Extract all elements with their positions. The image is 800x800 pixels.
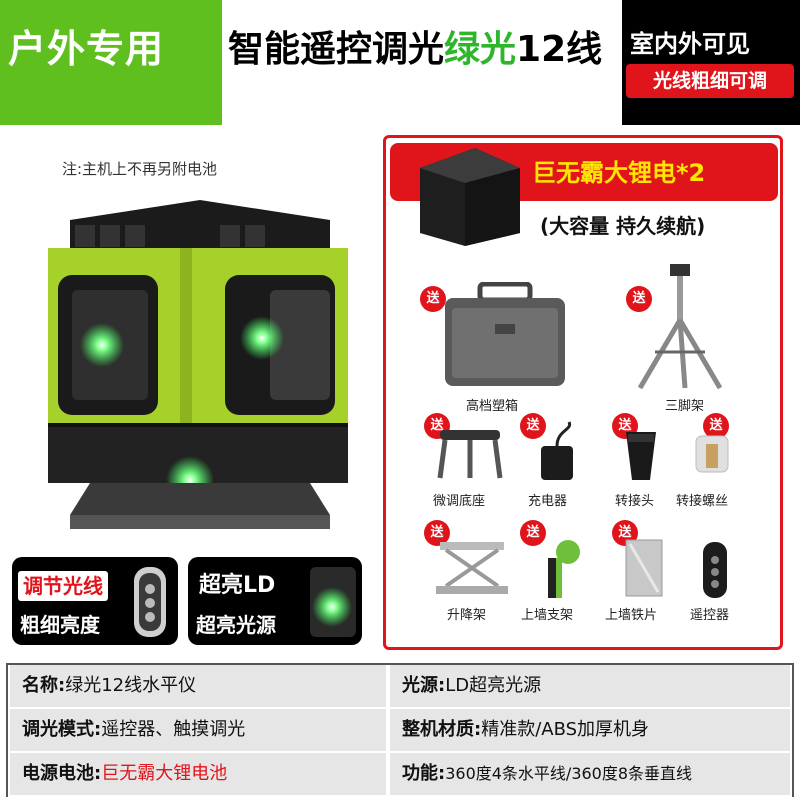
visibility-text: 室内外可见 <box>630 30 750 58</box>
battery-label: 巨无霸大锂电*2 <box>532 159 706 187</box>
spec-value: 巨无霸大锂电池 <box>101 763 228 784</box>
brightness-badge-sub: 粗细亮度 <box>20 613 100 637</box>
tripod-icon <box>637 264 723 390</box>
laser-glow-icon <box>310 567 356 637</box>
ld-light-badge-sub: 超亮光源 <box>196 613 276 637</box>
spec-row: 电源电池:巨无霸大锂电池 功能:360度4条水平线/360度8条垂直线 <box>8 753 792 797</box>
spec-value: LD超亮光源 <box>445 675 542 696</box>
battery-icon <box>420 148 520 246</box>
iron-plate-icon <box>625 539 663 597</box>
lift-icon <box>436 542 508 594</box>
spec-key: 光源: <box>402 675 446 696</box>
brightness-badge: 调节光线 粗细亮度 <box>12 557 178 645</box>
spec-cell: 整机材质:精准款/ABS加厚机身 <box>390 709 790 751</box>
accessory-label-adapter: 转接头 <box>615 494 655 509</box>
brightness-badge-title: 调节光线 <box>18 571 108 601</box>
gift-badge: 送 <box>424 520 450 546</box>
accessory-label-lift: 升降架 <box>447 608 487 623</box>
ld-light-badge: 超亮LD 超亮光源 <box>188 557 362 645</box>
base-icon <box>437 430 503 479</box>
accessory-box <box>383 135 783 650</box>
visibility-panel: 室内外可见 光线粗细可调 <box>622 0 800 125</box>
gift-badge: 送 <box>520 413 546 439</box>
banner-header: 户外专用 智能遥控调光绿光12线 室内外可见 光线粗细可调 <box>0 0 800 125</box>
spec-key: 功能: <box>402 763 446 784</box>
headline-prefix: 智能遥控调光 <box>228 29 445 70</box>
outdoor-tag: 户外专用 <box>0 0 222 125</box>
gift-badge: 送 <box>520 520 546 546</box>
spec-row: 调光模式:遥控器、触摸调光 整机材质:精准款/ABS加厚机身 <box>8 709 792 753</box>
case-icon <box>445 282 565 386</box>
spec-value: 360度4条水平线/360度8条垂直线 <box>445 764 693 783</box>
accessory-label-charger: 充电器 <box>528 494 568 509</box>
spec-cell: 电源电池:巨无霸大锂电池 <box>10 753 386 795</box>
accessory-label-wall-bracket: 上墙支架 <box>521 608 574 623</box>
spec-value: 精准款/ABS加厚机身 <box>481 719 650 740</box>
headline: 智能遥控调光绿光12线 <box>222 0 622 125</box>
accessory-label-remote: 遥控器 <box>690 608 730 623</box>
laser-level-image <box>48 200 348 529</box>
accessory-label-case: 高档塑箱 <box>466 399 519 414</box>
remote-icon <box>703 542 727 598</box>
accessory-label-tripod: 三脚架 <box>665 399 705 414</box>
battery-sub: (大容量 持久续航) <box>540 214 706 238</box>
adapter-icon <box>626 432 656 480</box>
spec-table: 名称:绿光12线水平仪 光源:LD超亮光源 调光模式:遥控器、触摸调光 整机材质… <box>6 663 794 797</box>
outdoor-tag-text: 户外专用 <box>8 27 165 71</box>
gift-badge: 送 <box>420 286 446 312</box>
wall-bracket-icon <box>548 540 580 598</box>
accessory-label-iron-plate: 上墙铁片 <box>605 608 658 623</box>
accessory-label-screw: 转接螺丝 <box>676 494 729 509</box>
spec-key: 电源电池: <box>22 763 102 784</box>
spec-cell: 调光模式:遥控器、触摸调光 <box>10 709 386 751</box>
headline-green: 绿光 <box>444 29 517 70</box>
spec-cell: 功能:360度4条水平线/360度8条垂直线 <box>390 753 790 795</box>
headline-text: 智能遥控调光绿光12线 <box>228 20 602 72</box>
headline-suffix: 12线 <box>516 29 603 70</box>
remote-icon <box>134 567 166 637</box>
spec-value: 遥控器、触摸调光 <box>101 719 246 740</box>
ld-light-badge-title: 超亮LD <box>199 573 276 598</box>
spec-key: 整机材质: <box>402 719 482 740</box>
charger-icon <box>541 421 573 480</box>
spec-key: 名称: <box>22 675 66 696</box>
spec-cell: 名称:绿光12线水平仪 <box>10 665 386 707</box>
gift-badge: 送 <box>626 286 652 312</box>
adjustable-line-badge: 光线粗细可调 <box>626 64 794 98</box>
accessory-label-base: 微调底座 <box>433 494 486 509</box>
spec-cell: 光源:LD超亮光源 <box>390 665 790 707</box>
battery-note: 注:主机上不再另附电池 <box>62 160 218 178</box>
screw-icon <box>695 435 729 473</box>
spec-value: 绿光12线水平仪 <box>65 675 197 696</box>
gift-badge: 送 <box>703 413 729 439</box>
spec-key: 调光模式: <box>22 719 102 740</box>
spec-row: 名称:绿光12线水平仪 光源:LD超亮光源 <box>8 665 792 709</box>
